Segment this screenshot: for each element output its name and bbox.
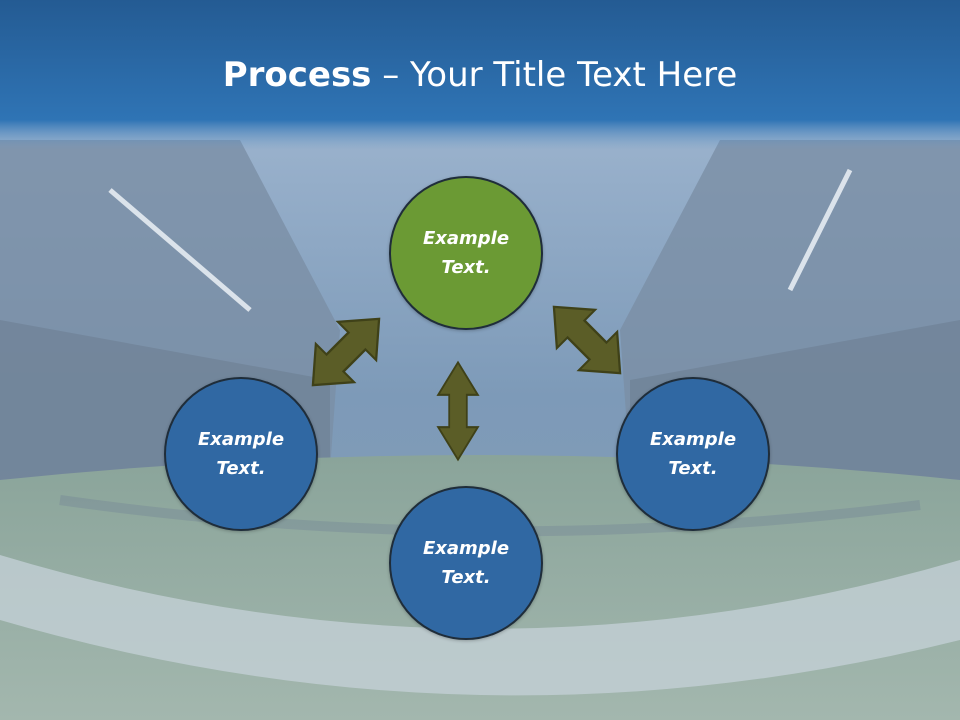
node-label: Example Text.: [422, 538, 510, 588]
double-headed-arrow-icon: [552, 305, 622, 375]
process-node-top[interactable]: Example Text.: [389, 176, 543, 330]
node-label: Example Text.: [197, 429, 285, 479]
process-node-left[interactable]: Example Text.: [164, 377, 318, 531]
title-bold: Process: [222, 55, 372, 95]
process-node-right[interactable]: Example Text.: [616, 377, 770, 531]
slide-title: Process – Your Title Text Here: [0, 54, 960, 96]
node-label: Example Text.: [649, 429, 737, 479]
node-label: Example Text.: [422, 228, 510, 278]
double-headed-arrow-icon: [311, 317, 381, 387]
title-rest: – Your Title Text Here: [382, 55, 738, 95]
double-headed-arrow-icon: [436, 360, 480, 462]
process-node-bottom[interactable]: Example Text.: [389, 486, 543, 640]
